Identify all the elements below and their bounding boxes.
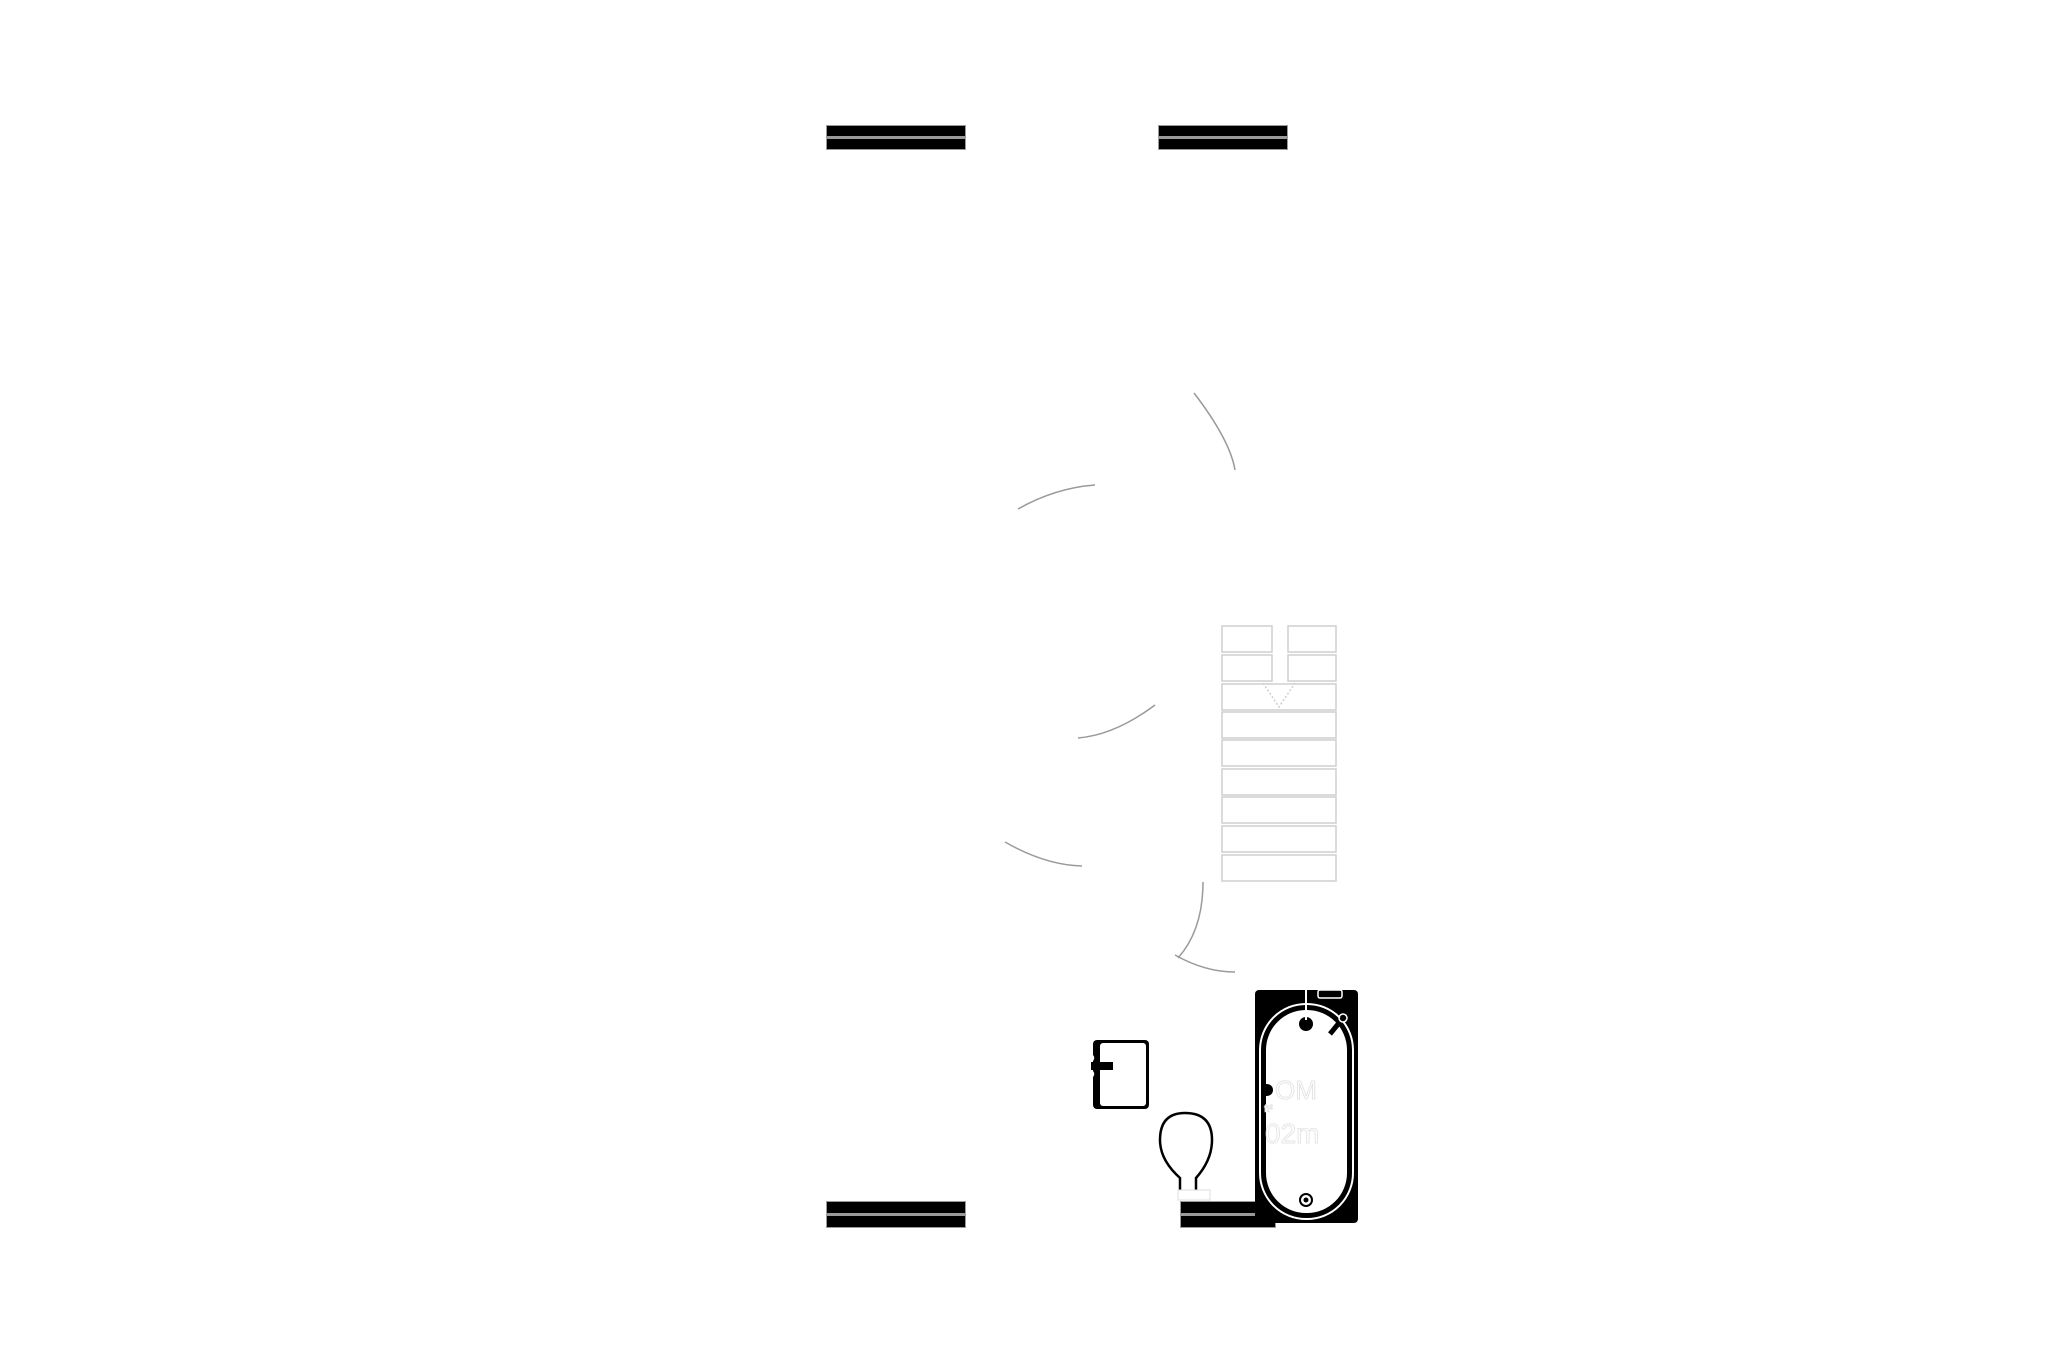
room-dimension-label: 02m: [1265, 1118, 1319, 1149]
stairs: [1221, 625, 1337, 882]
door-swing-top-right: [1193, 392, 1236, 471]
wall-bottom-left: [826, 1201, 966, 1228]
stairs-direction-arrow: [1262, 682, 1296, 709]
sink: [1085, 1040, 1149, 1109]
door-swing-left-lower: [1004, 841, 1083, 867]
wall-top-right: [1158, 125, 1288, 150]
door-swing-bottom-right-b: [1174, 954, 1236, 973]
wall-top-left: [826, 125, 966, 150]
room-name-label: OM: [1275, 1075, 1317, 1105]
door-swing-left-upper: [1017, 484, 1096, 510]
bathtub: [1255, 989, 1358, 1223]
door-swing-center: [1077, 704, 1156, 739]
door-swing-bottom-right-a: [1177, 881, 1204, 959]
room-area-unit: ft²: [1264, 1104, 1274, 1115]
toilet: [1158, 1111, 1214, 1201]
